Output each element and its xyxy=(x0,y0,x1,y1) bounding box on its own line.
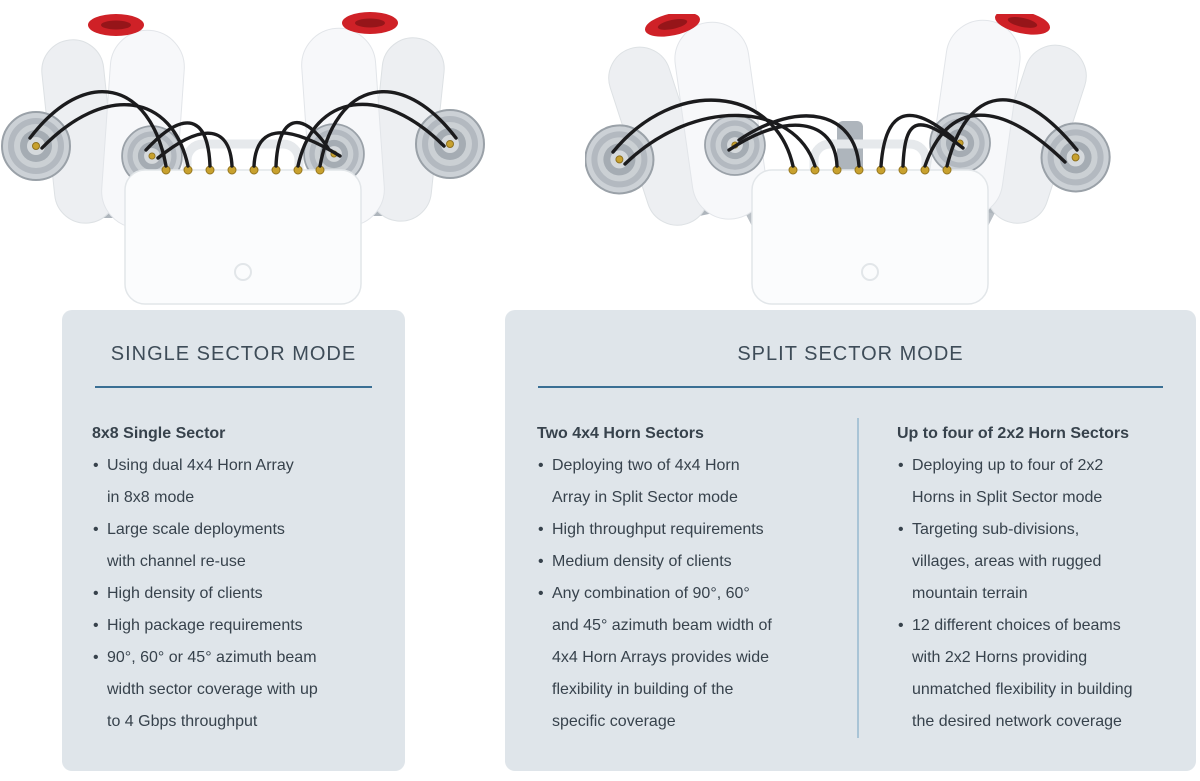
rf-cables xyxy=(28,90,458,168)
split-column-4x4: Two 4x4 Horn Sectors Deploying two of 4x… xyxy=(537,418,857,738)
column-heading: 8x8 Single Sector xyxy=(92,425,226,442)
rf-connectors xyxy=(161,165,325,175)
bullet-item: Any combination of 90°, 60°and 45° azimu… xyxy=(537,578,837,738)
bullet-item: Targeting sub-divisions,villages, areas … xyxy=(897,514,1164,610)
single-sector-illustration xyxy=(0,8,505,305)
rf-cables xyxy=(611,98,1079,168)
bullet-item: High package requirements xyxy=(92,610,375,642)
card-title-single: SINGLE SECTOR MODE xyxy=(110,343,357,365)
column-heading: Up to four of 2x2 Horn Sectors xyxy=(897,425,1130,442)
single-sector-column: 8x8 Single Sector Using dual 4x4 Horn Ar… xyxy=(92,418,375,738)
bullet-item: High density of clients xyxy=(92,578,375,610)
single-sector-card: SINGLE SECTOR MODE 8x8 Single Sector Usi… xyxy=(62,310,405,771)
title-rule xyxy=(95,386,372,388)
bullet-item: Medium density of clients xyxy=(537,546,837,578)
rf-connectors xyxy=(788,165,952,175)
bullet-item: High throughput requirements xyxy=(537,514,837,546)
split-sector-illustration xyxy=(585,14,1160,305)
split-column-2x2: Up to four of 2x2 Horn Sectors Deploying… xyxy=(857,418,1164,738)
split-sector-product-photo xyxy=(585,14,1160,306)
title-rule xyxy=(538,386,1163,388)
card-title-split: SPLIT SECTOR MODE xyxy=(737,343,964,365)
split-sector-body: Two 4x4 Horn Sectors Deploying two of 4x… xyxy=(505,418,1196,738)
single-sector-body: 8x8 Single Sector Using dual 4x4 Horn Ar… xyxy=(62,418,405,738)
single-sector-product-photo xyxy=(0,8,505,308)
column-heading: Two 4x4 Horn Sectors xyxy=(537,425,704,442)
split-sector-card: SPLIT SECTOR MODE Two 4x4 Horn Sectors D… xyxy=(505,310,1196,771)
